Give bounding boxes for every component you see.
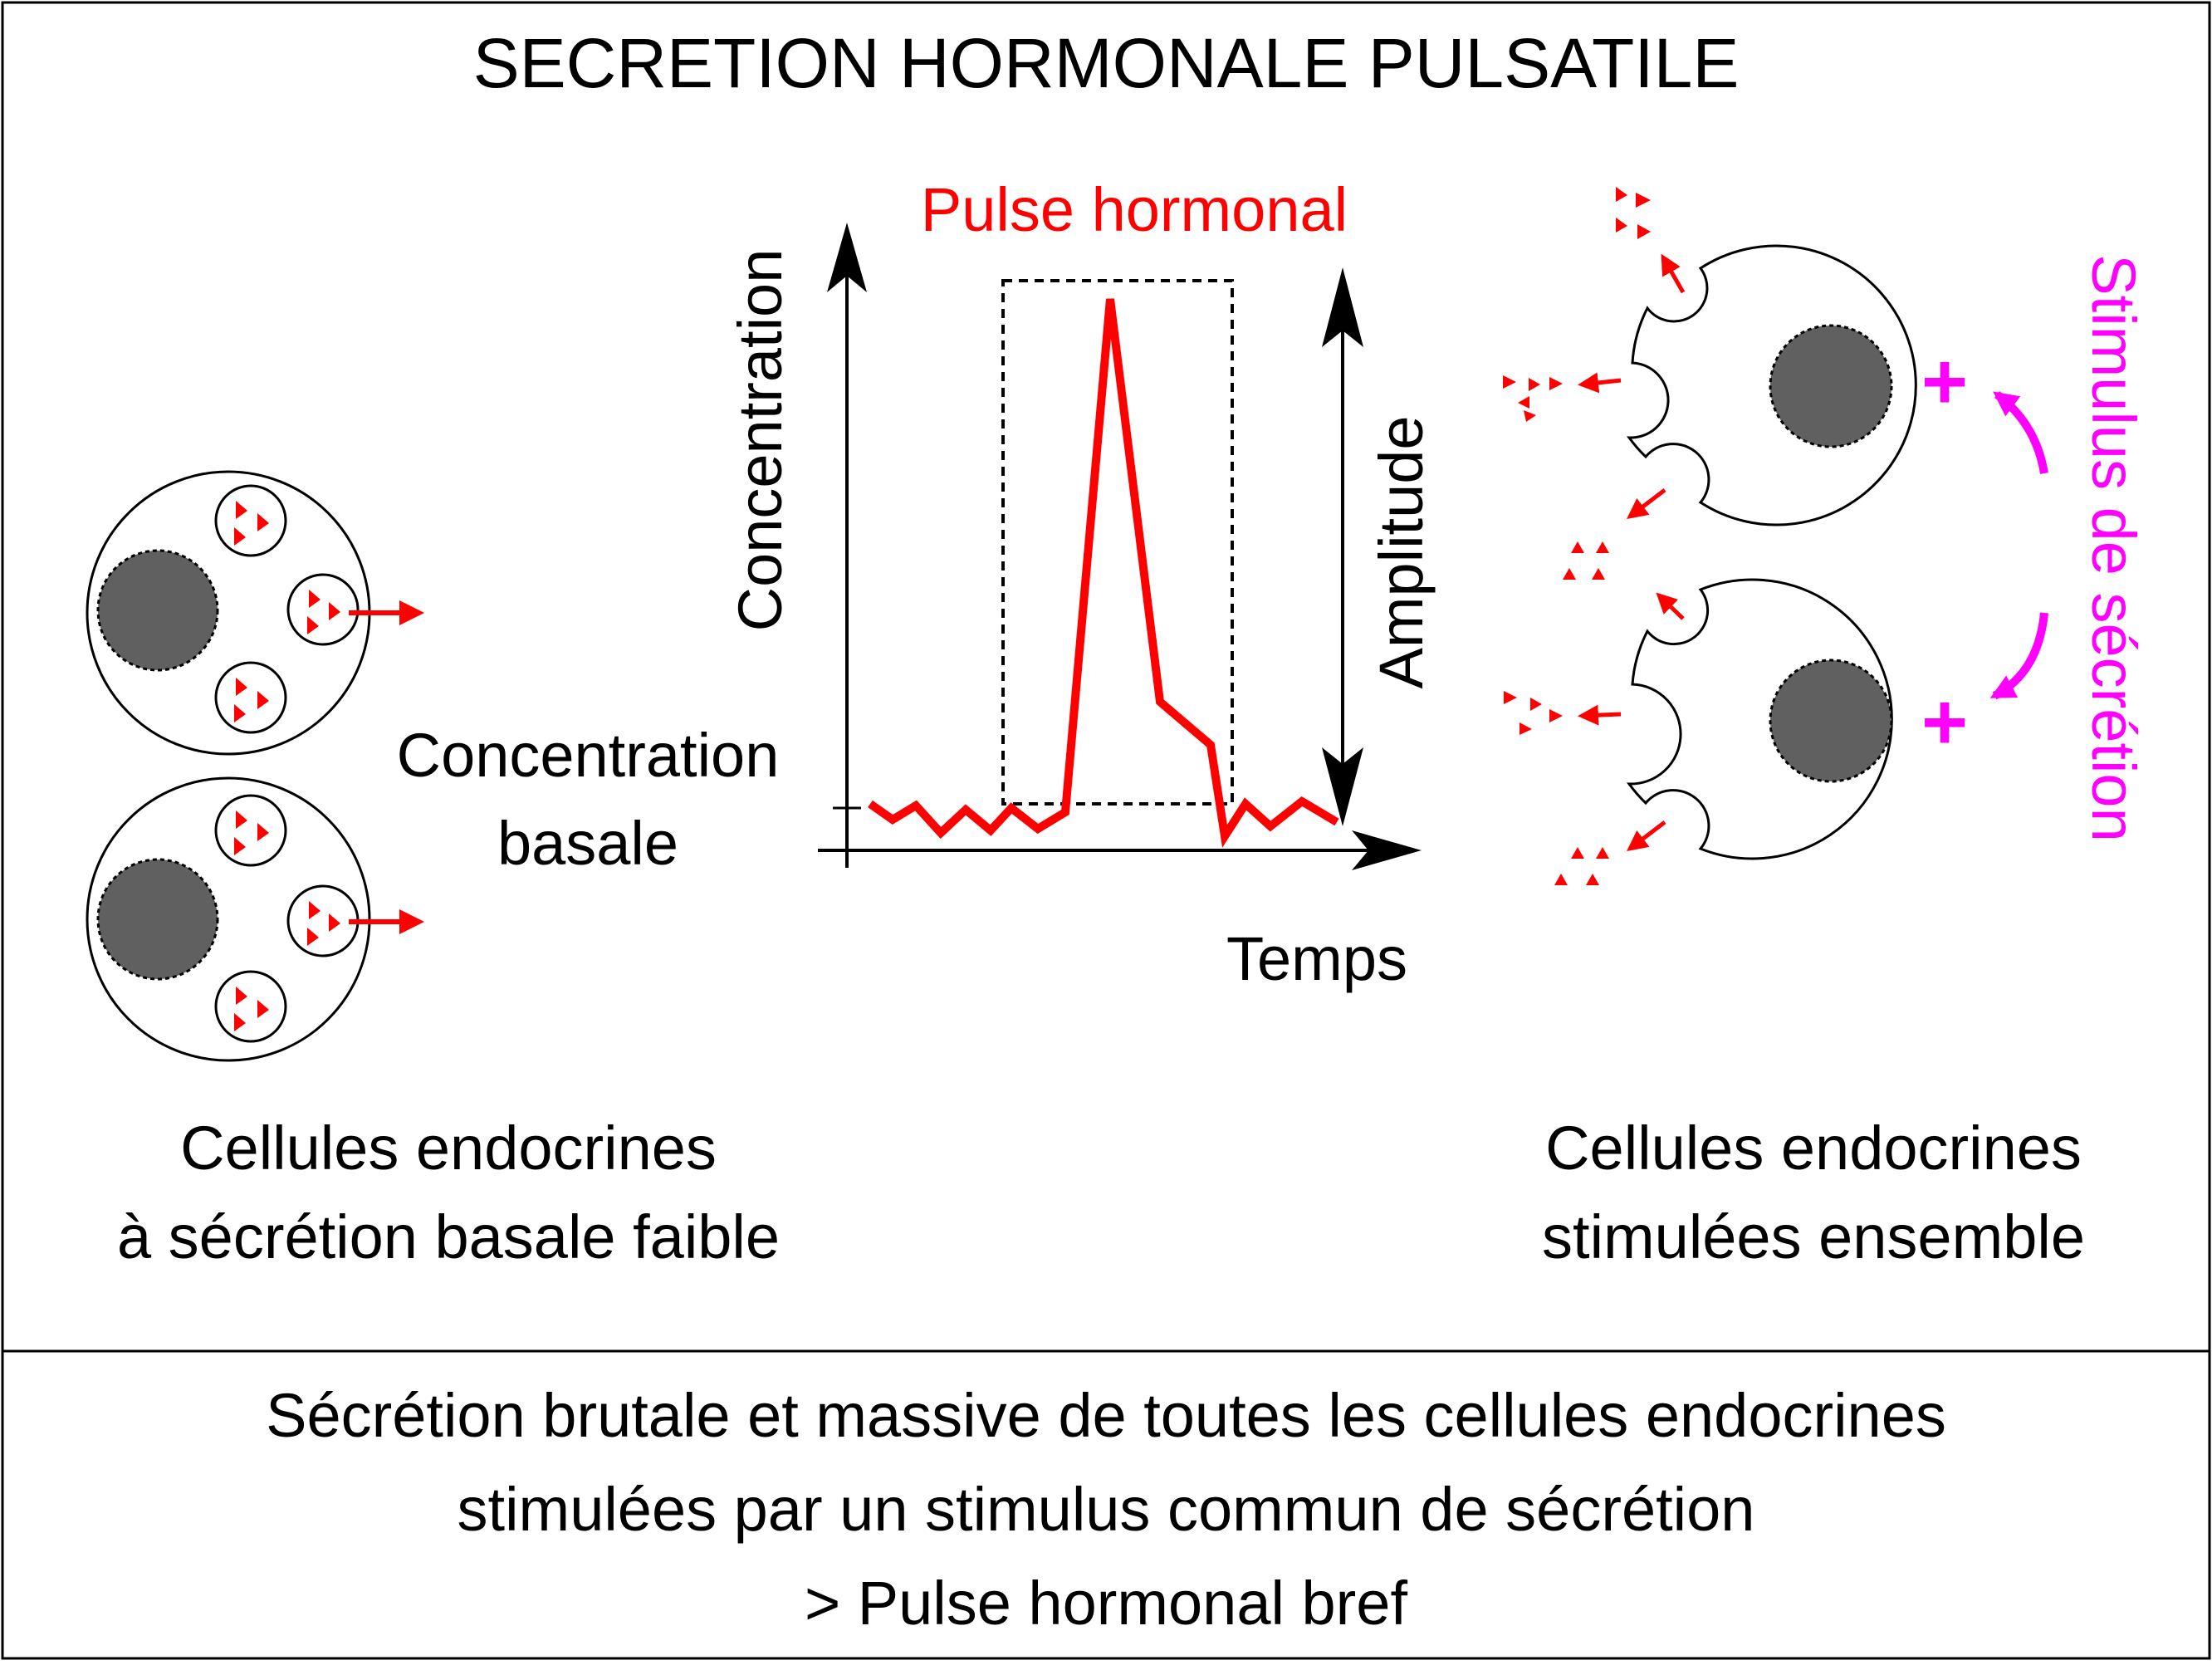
vesicle — [214, 484, 287, 557]
footer-line2: stimulées par un stimulus commun de sécr… — [458, 1475, 1755, 1544]
footer-line1: Sécrétion brutale et massive de toutes l… — [266, 1381, 1946, 1450]
nucleus — [1769, 659, 1893, 783]
amplitude-arrowhead-top — [1322, 267, 1363, 347]
amplitude-label: Amplitude — [1367, 415, 1436, 688]
amplitude-arrowhead-bottom — [1322, 747, 1363, 826]
vesicle — [286, 884, 360, 957]
y-axis-label: Concentration — [726, 249, 795, 632]
pulse-label: Pulse hormonal — [921, 175, 1348, 244]
vesicle — [214, 970, 287, 1043]
vesicle — [286, 573, 360, 646]
baseline-label-line1: Concentration — [397, 721, 780, 790]
stimulus-arrow-top — [1993, 390, 2048, 474]
nucleus — [1769, 324, 1893, 448]
vesicle — [214, 661, 287, 734]
stimulus-arrow-bottom — [1989, 612, 2048, 700]
vesicle — [214, 794, 287, 867]
stimulated-cell-bottom — [1626, 578, 1893, 860]
pulse-graph: Pulse hormonal Concentration Amplitude T… — [397, 175, 1436, 993]
baseline-label-line2: basale — [497, 809, 678, 878]
released-hormones — [1503, 187, 1651, 885]
concentration-curve — [868, 298, 1339, 848]
x-axis-arrowhead — [1352, 830, 1422, 870]
left-caption-line2: à sécrétion basale faible — [117, 1202, 780, 1271]
x-axis-label: Temps — [1226, 924, 1407, 993]
right-caption-line2: stimulées ensemble — [1542, 1202, 2085, 1271]
stimulus-label: Stimulus de sécrétion — [2079, 254, 2148, 841]
y-axis-arrowhead — [827, 223, 867, 292]
basal-cell-top — [86, 470, 424, 756]
stimulated-cell-top — [1626, 244, 1917, 526]
basal-cell-bottom — [86, 776, 424, 1062]
footer-line3: > Pulse hormonal bref — [805, 1569, 1407, 1638]
release-arrows — [1578, 253, 1686, 852]
nucleus — [96, 549, 219, 672]
nucleus — [96, 858, 219, 981]
plus-sign-top: + — [1921, 337, 1968, 426]
pulse-box — [1001, 279, 1234, 806]
diagram-title: SECRETION HORMONALE PULSATILE — [473, 24, 1740, 102]
right-caption-line1: Cellules endocrines — [1545, 1114, 2082, 1183]
left-caption-line1: Cellules endocrines — [180, 1114, 717, 1183]
plus-sign-bottom: + — [1921, 678, 1968, 766]
